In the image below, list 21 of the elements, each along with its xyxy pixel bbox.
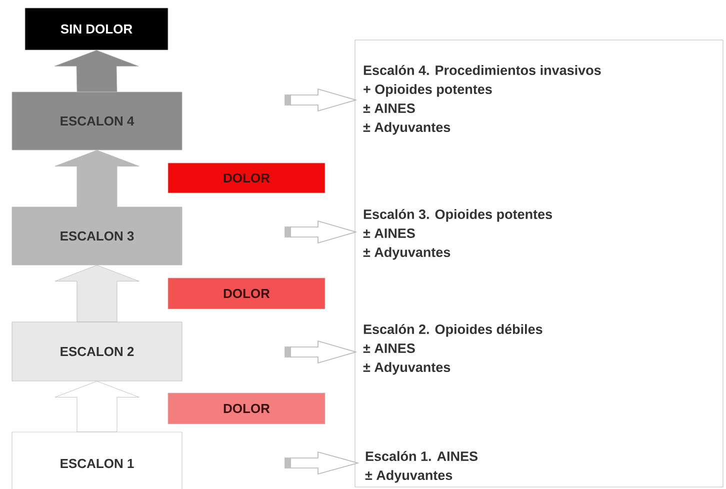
panel-frame (354, 40, 724, 488)
drug-list: Escalón 1. AINES ± Adyuvantes (365, 451, 478, 483)
drug-list: Escalón 2. Opioides débiles ± AINES ± Adyuvantes (363, 324, 542, 375)
drug-list: Escalón 4. Procedimientos invasivos + Opioides potentes ± AINES ± Adyuvantes (363, 65, 601, 135)
dolor-box: DOLOR (168, 278, 326, 310)
hollow-arrow (284, 340, 358, 364)
up-arrow (54, 150, 140, 207)
step-box: ESCALON 4 (12, 92, 182, 150)
step-box: ESCALON 2 (12, 322, 182, 382)
hollow-arrow (284, 451, 360, 475)
dolor-box: DOLOR (168, 162, 326, 194)
sin-dolor-box: SIN DOLOR (24, 8, 168, 50)
drug-list: Escalón 3. Opioides potentes ± AINES ± Adyuvantes (363, 209, 552, 260)
up-arrow (54, 381, 140, 432)
step-box: ESCALON 1 (12, 432, 182, 489)
up-arrow (54, 265, 140, 322)
up-arrow (54, 50, 139, 92)
dolor-box: DOLOR (168, 392, 326, 424)
step-box: ESCALON 3 (12, 206, 182, 266)
hollow-arrow (284, 220, 358, 244)
hollow-arrow (284, 88, 358, 112)
